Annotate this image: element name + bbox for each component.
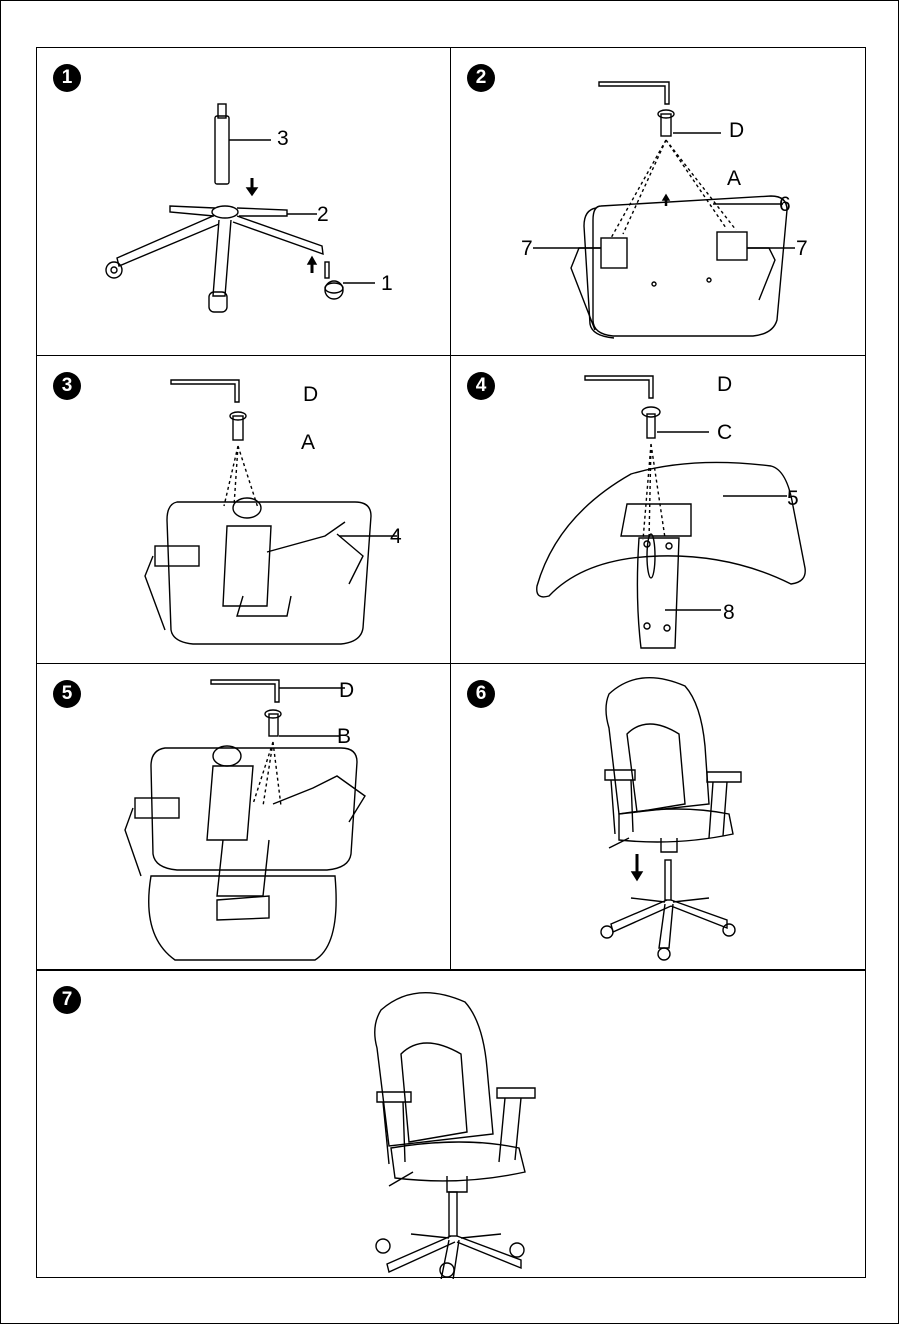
part-label-gas-lift: 3: [277, 128, 289, 149]
step-panel-1: 1 3 2 1: [36, 47, 451, 356]
part-label-bracket-left: 7: [521, 238, 533, 259]
part-label-bolt-b: B: [337, 726, 351, 747]
part-label-seat: 6: [779, 194, 791, 215]
part-label-bolt-c: C: [717, 422, 732, 443]
step-panel-2: 2 D A 6 7 7: [450, 47, 866, 356]
part-label-allen-key: D: [717, 374, 732, 395]
finished-chair-illustration: [37, 970, 867, 1279]
mechanism-attach-illustration: [37, 356, 452, 665]
backrest-bracket-illustration: [451, 356, 867, 665]
part-label-bracket-right: 7: [796, 238, 808, 259]
step-panel-4: 4 D C 5 8: [450, 355, 866, 664]
part-label-backrest: 5: [787, 488, 799, 509]
step-panel-3: 3 D A 4: [36, 355, 451, 664]
part-label-back-bracket: 8: [723, 602, 735, 623]
part-label-allen-key: D: [339, 680, 354, 701]
step-panel-5: 5 D B: [36, 663, 451, 971]
chair-onto-base-illustration: [451, 664, 867, 972]
base-assembly-illustration: [37, 48, 452, 357]
part-label-allen-key: D: [303, 384, 318, 405]
part-label-mechanism: 4: [390, 526, 402, 547]
seat-bracket-illustration: [451, 48, 867, 357]
back-to-seat-illustration: [37, 664, 452, 972]
step-panel-6: 6: [450, 663, 866, 971]
step-panel-7: 7: [36, 969, 866, 1278]
part-label-base: 2: [317, 204, 329, 225]
part-label-bolt-a: A: [301, 432, 315, 453]
part-label-allen-key: D: [729, 120, 744, 141]
part-label-caster: 1: [381, 273, 393, 294]
part-label-bolt-a: A: [727, 168, 741, 189]
